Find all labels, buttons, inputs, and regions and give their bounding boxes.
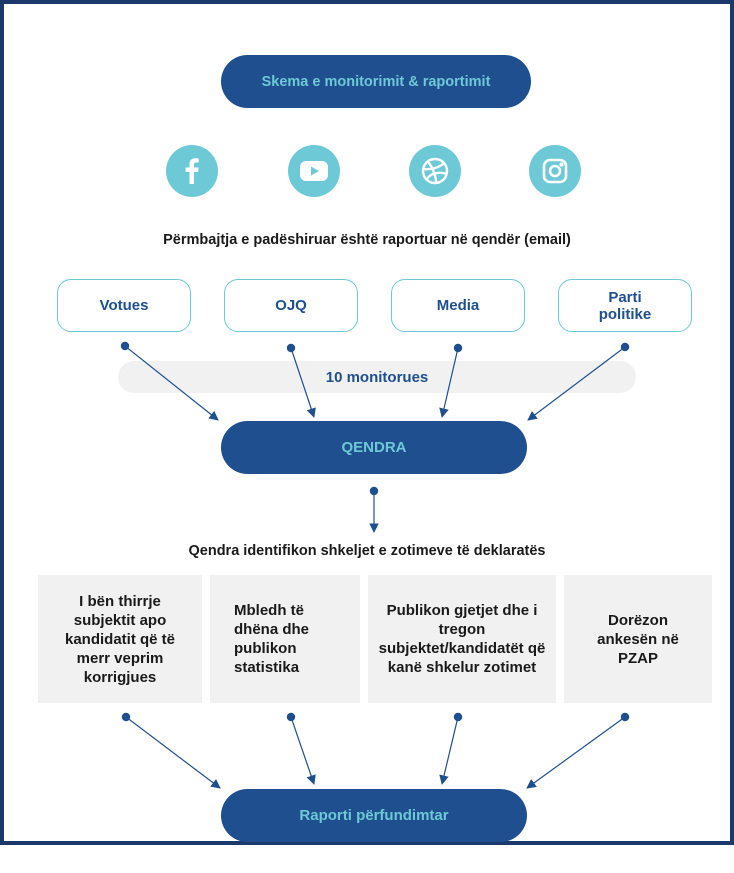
facebook-icon <box>166 145 218 197</box>
action-label: Mbledh të dhëna dhe publikon statistika <box>234 602 310 676</box>
center-heading: Qendra identifikon shkeljet e zotimeve t… <box>188 543 546 559</box>
connector-arrow <box>527 346 626 421</box>
connector-arrow <box>124 345 219 421</box>
monitors-label: 10 monitorues <box>325 368 429 386</box>
final-report-label: Raporti përfundimtar <box>299 807 449 824</box>
action-label: Dorëzon ankesën në PZAP <box>597 611 679 667</box>
report-heading: Përmbajtja e padëshiruar është raportuar… <box>163 232 571 248</box>
source-label: OJQ <box>275 297 307 314</box>
action-box-call-subject: I bën thirrje subjektit apo kandidatit q… <box>38 575 202 703</box>
action-label: I bën thirrje subjektit apo kandidatit q… <box>64 592 176 686</box>
youtube-icon <box>288 145 340 197</box>
center-label: QENDRA <box>341 439 407 456</box>
instagram-icon <box>529 145 581 197</box>
source-box-votues: Votues <box>57 279 191 332</box>
center-pill: QENDRA <box>221 421 527 474</box>
final-report-pill: Raporti përfundimtar <box>221 789 527 842</box>
connector-arrow <box>290 347 316 418</box>
connector-arrow <box>526 716 626 789</box>
connector-arrow <box>439 716 459 785</box>
connector-arrow <box>290 716 316 785</box>
source-label: Votues <box>99 297 149 314</box>
source-box-media: Media <box>391 279 525 332</box>
connector-arrow <box>439 347 459 418</box>
monitors-bar: 10 monitorues <box>118 361 636 393</box>
source-label: Parti politike <box>598 288 652 323</box>
action-label: Publikon gjetjet dhe i tregon subjektet/… <box>378 602 546 676</box>
action-box-publish-findings: Publikon gjetjet dhe i tregon subjektet/… <box>368 575 556 703</box>
connector-arrow <box>125 716 221 789</box>
title-pill: Skema e monitorimit & raportimit <box>221 55 531 108</box>
source-label: Media <box>436 297 480 314</box>
action-box-collect-data: Mbledh të dhëna dhe publikon statistika <box>210 575 360 703</box>
title-text: Skema e monitorimit & raportimit <box>261 73 491 90</box>
source-box-ojq: OJQ <box>224 279 358 332</box>
source-box-parti-politike: Parti politike <box>558 279 692 332</box>
action-box-submit-complaint: Dorëzon ankesën në PZAP <box>564 575 712 703</box>
dribbble-icon <box>409 145 461 197</box>
